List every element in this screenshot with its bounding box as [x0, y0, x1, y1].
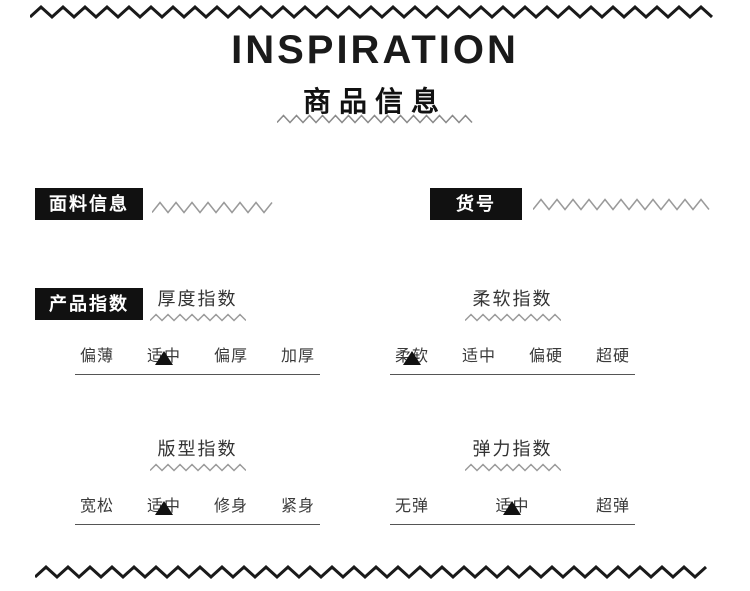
index-title-fit: 版型指数	[157, 439, 238, 459]
page-subtitle: 商品信息	[302, 86, 447, 117]
fabric-info-label: 面料信息	[35, 188, 143, 220]
zigzag-subtitle-underline	[277, 114, 473, 124]
zigzag-title-underline	[149, 313, 246, 322]
scale-option: 偏硬	[528, 348, 563, 365]
thickness-index-block: 厚度指数 偏薄 适中 偏厚 加厚	[75, 288, 320, 375]
zigzag-title-underline	[149, 463, 246, 472]
index-title-softness: 柔软指数	[472, 289, 553, 309]
zigzag-title-underline	[464, 313, 561, 322]
selector-triangle	[155, 501, 173, 515]
scale-option: 宽松	[80, 498, 115, 515]
selector-triangle	[403, 351, 421, 365]
selector-triangle	[155, 351, 173, 365]
elasticity-scale: 无弹 适中 超弹	[390, 498, 635, 525]
item-number-label: 货号	[430, 188, 522, 220]
zigzag-title-underline	[464, 463, 561, 472]
scale-option: 适中	[461, 348, 496, 365]
zigzag-fabric	[152, 201, 273, 214]
scale-option: 超弹	[595, 498, 630, 515]
softness-scale: 柔软 适中 偏硬 超硬	[390, 348, 635, 375]
product-index-label: 产品指数	[35, 288, 143, 320]
scale-option: 无弹	[395, 498, 430, 515]
zigzag-border-top	[30, 4, 714, 20]
scale-option: 修身	[213, 498, 248, 515]
zigzag-border-bottom	[35, 564, 708, 580]
scale-option: 偏薄	[80, 348, 115, 365]
index-title-thickness: 厚度指数	[157, 289, 238, 309]
scale-option: 加厚	[280, 348, 315, 365]
index-title-elasticity: 弹力指数	[472, 439, 553, 459]
fit-scale: 宽松 适中 修身 紧身	[75, 498, 320, 525]
scale-option: 紧身	[280, 498, 315, 515]
thickness-scale: 偏薄 适中 偏厚 加厚	[75, 348, 320, 375]
zigzag-item-number	[533, 198, 710, 211]
softness-index-block: 柔软指数 柔软 适中 偏硬 超硬	[390, 288, 635, 375]
selector-triangle	[503, 501, 521, 515]
page-title: INSPIRATION	[231, 28, 519, 72]
elasticity-index-block: 弹力指数 无弹 适中 超弹	[390, 438, 635, 525]
scale-option: 偏厚	[213, 348, 248, 365]
fit-index-block: 版型指数 宽松 适中 修身 紧身	[75, 438, 320, 525]
scale-option: 超硬	[595, 348, 630, 365]
